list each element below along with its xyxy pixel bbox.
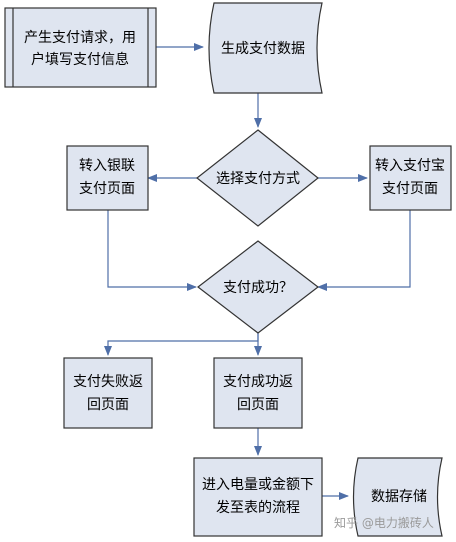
success-line2: 回页面 — [237, 397, 279, 413]
fail-line1: 支付失败返 — [73, 374, 143, 390]
arrow-alipay-to-check — [317, 210, 411, 291]
enter-meter-line2: 发至表的流程 — [216, 500, 300, 516]
node-alipay: 转入支付宝 支付页面 — [369, 145, 452, 211]
node-storage: 数据存储 — [352, 457, 443, 537]
node-request: 产生支付请求，用 户填写支付信息 — [4, 7, 157, 88]
success-line1: 支付成功返 — [223, 374, 293, 390]
success-check-label: 支付成功？ — [223, 280, 293, 296]
generate-label: 生成支付数据 — [221, 41, 305, 57]
node-fail: 支付失败返 回页面 — [63, 357, 153, 429]
request-line1: 产生支付请求，用 — [24, 30, 136, 46]
node-success-check: 支付成功？ — [197, 240, 319, 334]
node-success: 支付成功返 回页面 — [213, 357, 303, 429]
fail-line2: 回页面 — [87, 397, 129, 413]
request-line2: 户填写支付信息 — [31, 51, 129, 68]
node-generate: 生成支付数据 — [208, 2, 323, 94]
storage-label: 数据存储 — [371, 489, 427, 505]
watermark-text: 知乎 @电力搬砖人 — [334, 515, 434, 530]
node-choose: 选择支付方式 — [196, 129, 319, 227]
choose-label: 选择支付方式 — [216, 171, 300, 187]
unionpay-line1: 转入银联 — [79, 158, 135, 174]
node-enter-meter: 进入电量或金额下 发至表的流程 — [193, 457, 323, 537]
connectors — [104, 43, 411, 500]
alipay-line1: 转入支付宝 — [375, 158, 445, 174]
arrow-unionpay-to-check — [107, 210, 197, 291]
alipay-line2: 支付页面 — [382, 181, 438, 197]
arrow-check-to-fail — [104, 333, 259, 356]
enter-meter-line1: 进入电量或金额下 — [202, 477, 314, 493]
unionpay-line2: 支付页面 — [79, 181, 135, 197]
node-unionpay: 转入银联 支付页面 — [66, 145, 149, 211]
